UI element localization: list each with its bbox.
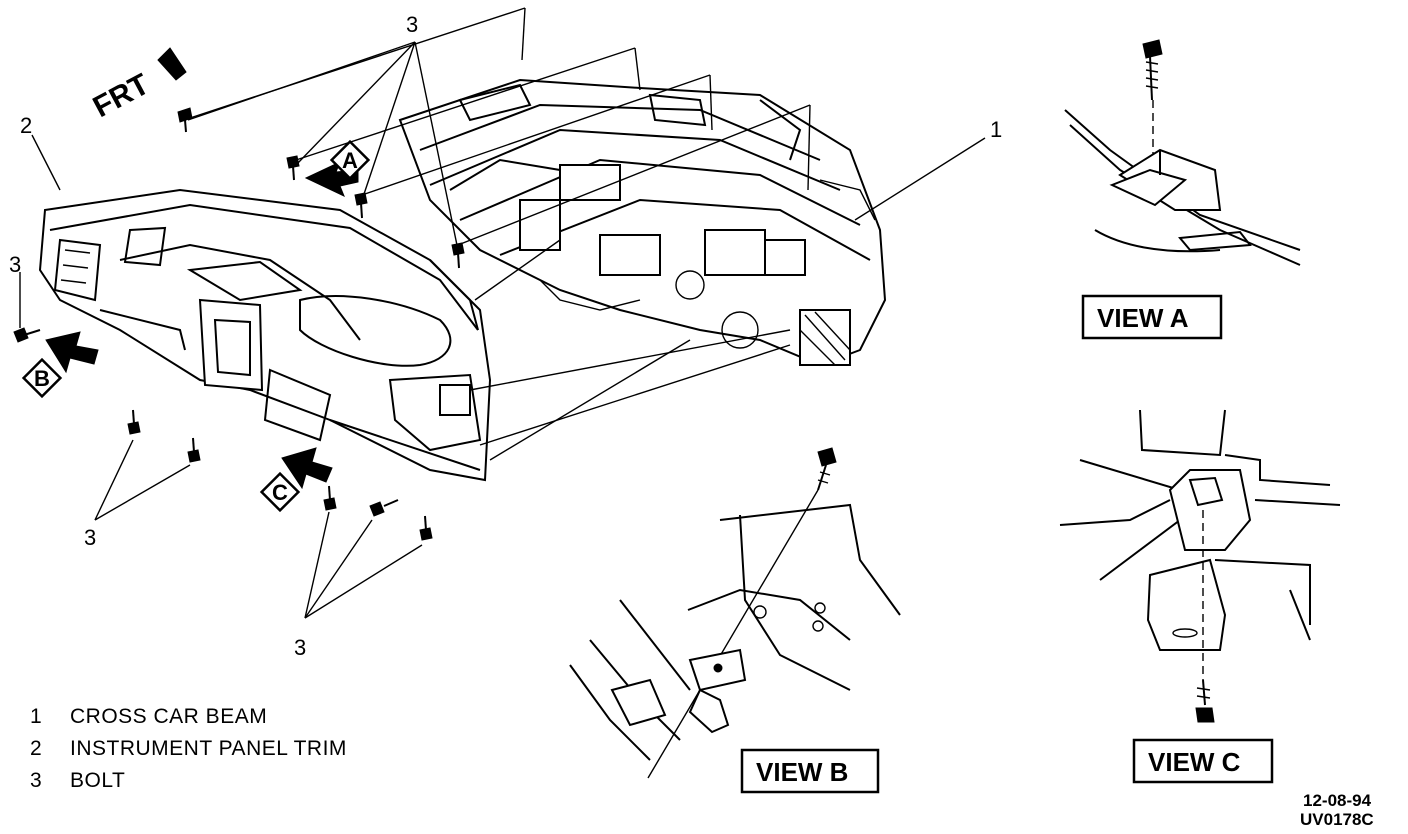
bolts	[13, 107, 465, 541]
view-b-title: VIEW B	[756, 757, 848, 787]
view-b-tag: B	[34, 366, 50, 391]
drawing-code: 12-08-94 UV0178C	[1300, 791, 1374, 829]
bolt-bottom-left-a	[127, 409, 141, 435]
bolt-middle	[354, 192, 368, 219]
view-b-bolt-icon	[817, 447, 837, 467]
bolt-bottom-middle-a	[323, 485, 337, 511]
view-c-title: VIEW C	[1148, 747, 1241, 777]
callout-3-left: 3	[9, 252, 21, 277]
drawing-number: UV0178C	[1300, 810, 1374, 829]
bolt-bottom-middle-b	[369, 499, 399, 517]
legend-number: 2	[30, 737, 42, 760]
view-b-detail	[569, 447, 901, 779]
legend-label: INSTRUMENT PANEL TRIM	[70, 737, 347, 760]
view-b-indicator: B	[21, 331, 99, 399]
callout-2: 2	[20, 113, 32, 138]
legend-label: BOLT	[70, 769, 125, 792]
bolt-right	[451, 242, 465, 269]
view-a-bolt-icon	[1142, 39, 1163, 59]
view-c-tag: C	[272, 480, 288, 505]
bolt-left-side	[13, 327, 41, 343]
callout-3-bottom-middle: 3	[294, 635, 306, 660]
view-c-label: VIEW C	[1132, 738, 1274, 784]
view-b-arrow-icon	[45, 331, 99, 374]
front-label: FRT	[88, 68, 155, 125]
view-b-label: VIEW B	[740, 748, 880, 794]
view-a-title: VIEW A	[1097, 303, 1189, 333]
legend-number: 1	[30, 705, 42, 728]
drawing-date: 12-08-94	[1303, 791, 1372, 810]
view-a-tag: A	[342, 148, 358, 173]
bolt-top-left	[177, 107, 193, 133]
instrument-panel-trim	[38, 188, 492, 482]
front-direction-indicator: FRT	[88, 47, 187, 125]
legend-label: CROSS CAR BEAM	[70, 705, 267, 728]
view-a-detail	[1064, 39, 1301, 266]
view-c-arrow-icon	[281, 447, 333, 490]
cross-car-beam-assembly	[398, 78, 887, 367]
leader-lines	[19, 7, 986, 619]
bolt-bottom-left-b	[187, 437, 201, 463]
bolt-bottom-middle-c	[419, 515, 433, 541]
callout-3-bottom-left: 3	[84, 525, 96, 550]
view-c-indicator: C	[259, 447, 333, 513]
view-a-indicator: A	[304, 139, 371, 197]
front-arrow-icon	[157, 47, 187, 81]
callout-1: 1	[990, 117, 1002, 142]
view-c-detail	[1059, 409, 1341, 723]
legend-number: 3	[30, 769, 42, 792]
view-c-bolt-icon	[1195, 707, 1215, 723]
callout-3-top: 3	[406, 12, 418, 37]
view-a-label: VIEW A	[1081, 294, 1223, 340]
parts-legend: 1 CROSS CAR BEAM 2 INSTRUMENT PANEL TRIM…	[30, 705, 347, 792]
